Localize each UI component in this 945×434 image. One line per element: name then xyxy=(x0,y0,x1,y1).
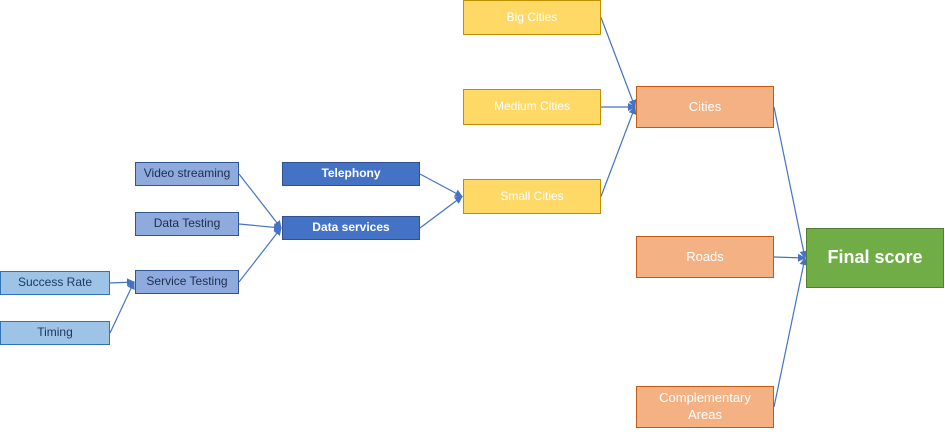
connector-timing-to-service_testing xyxy=(109,281,135,334)
connector-small_cities-to-cities xyxy=(600,106,637,197)
node-label: Data Testing xyxy=(153,216,221,231)
node-label: Big Cities xyxy=(506,9,558,24)
node-data-testing[interactable]: Data Testing xyxy=(135,212,239,236)
node-success-rate[interactable]: Success Rate xyxy=(0,271,110,295)
node-small-cities[interactable]: Small Cities xyxy=(463,179,601,214)
connector-big_cities-to-cities xyxy=(600,17,637,108)
connector-roads-to-final_score xyxy=(773,253,806,262)
node-label: Complementary Areas xyxy=(659,390,751,422)
connector-data_testing-to-data_services xyxy=(238,223,282,232)
node-medium-cities[interactable]: Medium Cities xyxy=(463,89,601,125)
node-label: Cities xyxy=(688,98,722,114)
connector-video_streaming-to-data_services xyxy=(238,173,282,229)
connector-service_testing-to-data_services xyxy=(238,227,282,283)
node-label: Medium Cities xyxy=(493,99,571,114)
node-data-services[interactable]: Data services xyxy=(282,216,420,240)
node-complementary-areas[interactable]: Complementary Areas xyxy=(636,386,774,428)
node-label: Telephony xyxy=(321,166,381,181)
connector-telephony-to-small_cities xyxy=(419,173,463,198)
node-final-score[interactable]: Final score xyxy=(806,228,944,288)
node-label: Timing xyxy=(37,325,73,340)
node-label: Small Cities xyxy=(500,188,564,203)
node-video-streaming[interactable]: Video streaming xyxy=(135,162,239,186)
connector-complementary_areas-to-final_score xyxy=(773,257,808,408)
node-label: Data services xyxy=(312,220,390,235)
node-label: Final score xyxy=(827,247,923,268)
connector-data_services-to-small_cities xyxy=(419,195,463,229)
node-label: Video streaming xyxy=(143,166,231,181)
node-label: Success Rate xyxy=(17,275,93,290)
node-telephony[interactable]: Telephony xyxy=(282,162,420,186)
node-big-cities[interactable]: Big Cities xyxy=(463,0,601,35)
node-cities[interactable]: Cities xyxy=(636,86,774,128)
node-timing[interactable]: Timing xyxy=(0,321,110,345)
connector-cities-to-final_score xyxy=(773,106,808,259)
node-label: Roads xyxy=(686,248,724,264)
node-roads[interactable]: Roads xyxy=(636,236,774,278)
node-label: Service Testing xyxy=(146,274,228,289)
node-service-testing[interactable]: Service Testing xyxy=(135,270,239,294)
connector-success_rate-to-service_testing xyxy=(109,278,135,287)
